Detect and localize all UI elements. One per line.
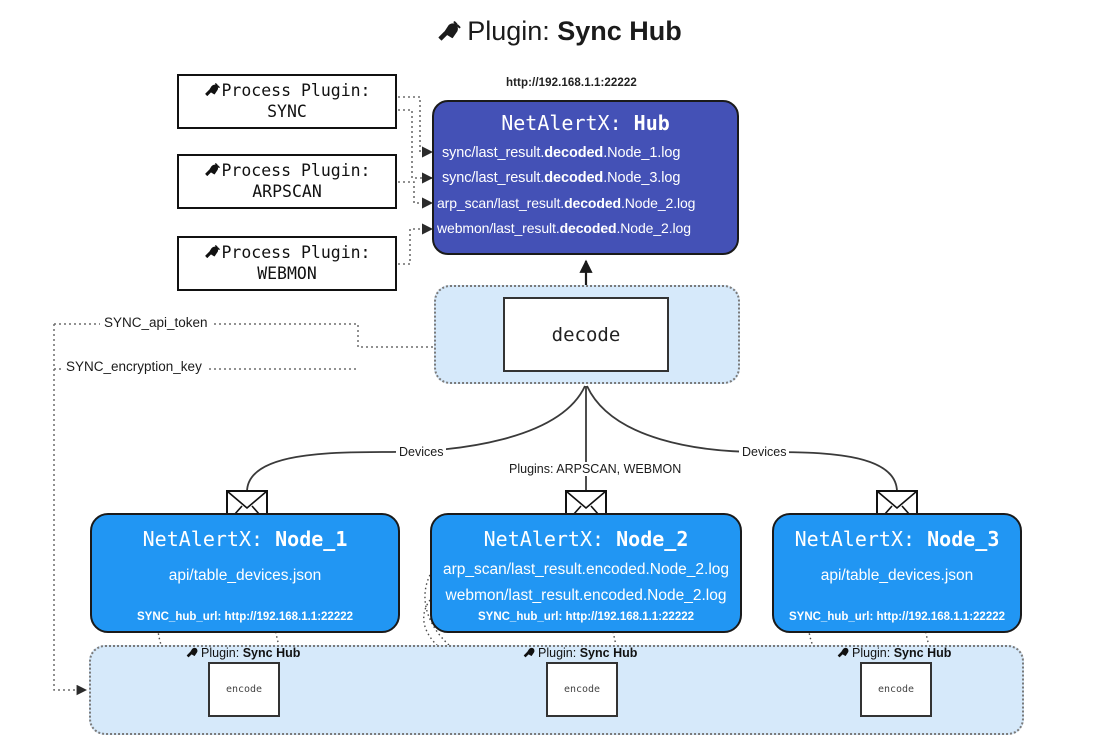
edge-label-devices-right: Devices (739, 445, 790, 459)
plug-icon (185, 645, 199, 661)
plug-icon (203, 161, 221, 182)
plug-icon (435, 18, 461, 49)
plug-icon (836, 645, 850, 661)
encoder-2-plugin-name: Sync Hub (579, 646, 638, 660)
plug-icon (203, 243, 221, 264)
encode-box-2[interactable]: encode (546, 662, 618, 717)
hub-log-2-pre: arp_scan/last_result. (437, 195, 565, 211)
hub-log-3-mid: decoded (559, 220, 617, 236)
encode-box-3[interactable]: encode (860, 662, 932, 717)
encoder-1-plugin-prefix: Plugin: (201, 646, 240, 660)
node-1-line: api/table_devices.json (168, 567, 322, 584)
node-2-line: webmon/last_result.encoded.Node_2.log (445, 587, 727, 604)
node-2-footer: SYNC_hub_url: http://192.168.1.1:22222 (477, 611, 695, 623)
process-plugin-webmon-line2: WEBMON (257, 263, 317, 283)
sync-encryption-key-label: SYNC_encryption_key (62, 359, 206, 374)
hub-title-name: Hub (633, 111, 670, 135)
page-title: Plugin: Sync Hub (0, 16, 1117, 49)
node-3-title: NetAlertX: Node_3 (774, 527, 1020, 551)
encoder-3-plugin-name: Sync Hub (893, 646, 952, 660)
process-plugin-sync-line2: SYNC (267, 101, 307, 121)
hub-log-item: sync/last_result.decoded.Node_3.log (442, 166, 737, 191)
hub-log-item: arp_scan/last_result.decoded.Node_2.log (437, 191, 737, 216)
encoder-1-plugin-name: Sync Hub (242, 646, 301, 660)
encoder-2-plugin-prefix: Plugin: (538, 646, 577, 660)
hub-log-1-pre: sync/last_result. (442, 170, 545, 186)
node-3-title-prefix: NetAlertX: (794, 527, 916, 551)
encoder-1-plugin-label: Plugin: Sync Hub (185, 645, 300, 661)
hub-title: NetAlertX: Hub (434, 111, 737, 135)
process-plugin-sync-box[interactable]: Process Plugin: SYNC (177, 74, 397, 129)
plug-icon (203, 81, 221, 102)
sync-api-token-label: SYNC_api_token (100, 315, 212, 330)
hub-box[interactable]: NetAlertX: Hub sync/last_result.decoded.… (432, 100, 739, 255)
node-box-node-1[interactable]: NetAlertX: Node_1 api/table_devices.json… (90, 513, 400, 633)
node-1-title: NetAlertX: Node_1 (92, 527, 398, 551)
hub-log-1-mid: decoded (544, 170, 604, 186)
process-plugin-webmon-box[interactable]: Process Plugin: WEBMON (177, 236, 397, 291)
decode-box[interactable]: decode (503, 297, 669, 372)
plug-icon (522, 645, 536, 661)
hub-log-2-post: .Node_2.log (620, 195, 696, 211)
node-2-title: NetAlertX: Node_2 (432, 527, 740, 551)
node-1-title-name: Node_1 (275, 527, 348, 551)
node-3-line: api/table_devices.json (820, 567, 974, 584)
hub-log-1-post: .Node_3.log (603, 170, 681, 186)
hub-log-0-pre: sync/last_result. (442, 145, 545, 161)
node-box-node-3[interactable]: NetAlertX: Node_3 api/table_devices.json… (772, 513, 1022, 633)
hub-log-0-post: .Node_1.log (603, 145, 681, 161)
edge-label-devices-left: Devices (396, 445, 447, 459)
page-title-prefix: Plugin: (467, 16, 550, 46)
node-3-title-name: Node_3 (927, 527, 1000, 551)
hub-url-label: http://192.168.1.1:22222 (506, 77, 637, 89)
node-1-footer: SYNC_hub_url: http://192.168.1.1:22222 (136, 611, 354, 623)
node-2-line: arp_scan/last_result.encoded.Node_2.log (442, 561, 730, 578)
process-plugin-arpscan-line1: Process Plugin: (221, 160, 371, 180)
node-3-footer: SYNC_hub_url: http://192.168.1.1:22222 (788, 611, 1006, 623)
encode-box-1[interactable]: encode (208, 662, 280, 717)
hub-log-item: webmon/last_result.decoded.Node_2.log (437, 216, 737, 241)
edge-label-plugins-center: Plugins: ARPSCAN, WEBMON (506, 462, 685, 476)
encoder-2-plugin-label: Plugin: Sync Hub (522, 645, 637, 661)
page-title-name: Sync Hub (557, 16, 682, 46)
hub-log-3-post: .Node_2.log (616, 220, 691, 236)
encoder-3-plugin-prefix: Plugin: (852, 646, 891, 660)
encoder-3-plugin-label: Plugin: Sync Hub (836, 645, 951, 661)
process-plugin-arpscan-box[interactable]: Process Plugin: ARPSCAN (177, 154, 397, 209)
node-2-title-name: Node_2 (616, 527, 689, 551)
process-plugin-sync-line1: Process Plugin: (221, 80, 371, 100)
process-plugin-webmon-line1: Process Plugin: (221, 242, 371, 262)
hub-log-2-mid: decoded (564, 195, 621, 211)
node-2-title-prefix: NetAlertX: (483, 527, 605, 551)
hub-title-prefix: NetAlertX: (501, 111, 622, 135)
hub-log-item: sync/last_result.decoded.Node_1.log (442, 141, 737, 166)
hub-log-0-mid: decoded (544, 145, 604, 161)
hub-log-3-pre: webmon/last_result. (437, 220, 560, 236)
node-box-node-2[interactable]: NetAlertX: Node_2 arp_scan/last_result.e… (430, 513, 742, 633)
node-1-title-prefix: NetAlertX: (142, 527, 264, 551)
hub-log-list: sync/last_result.decoded.Node_1.log sync… (434, 141, 737, 241)
process-plugin-arpscan-line2: ARPSCAN (252, 181, 322, 201)
